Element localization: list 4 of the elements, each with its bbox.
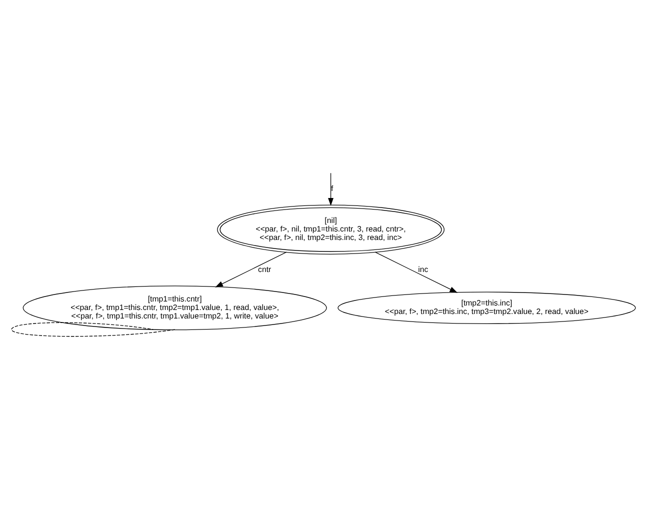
arrow [328, 172, 334, 206]
arrow [374, 252, 458, 293]
arrow [215, 252, 287, 288]
connector [11, 322, 176, 337]
